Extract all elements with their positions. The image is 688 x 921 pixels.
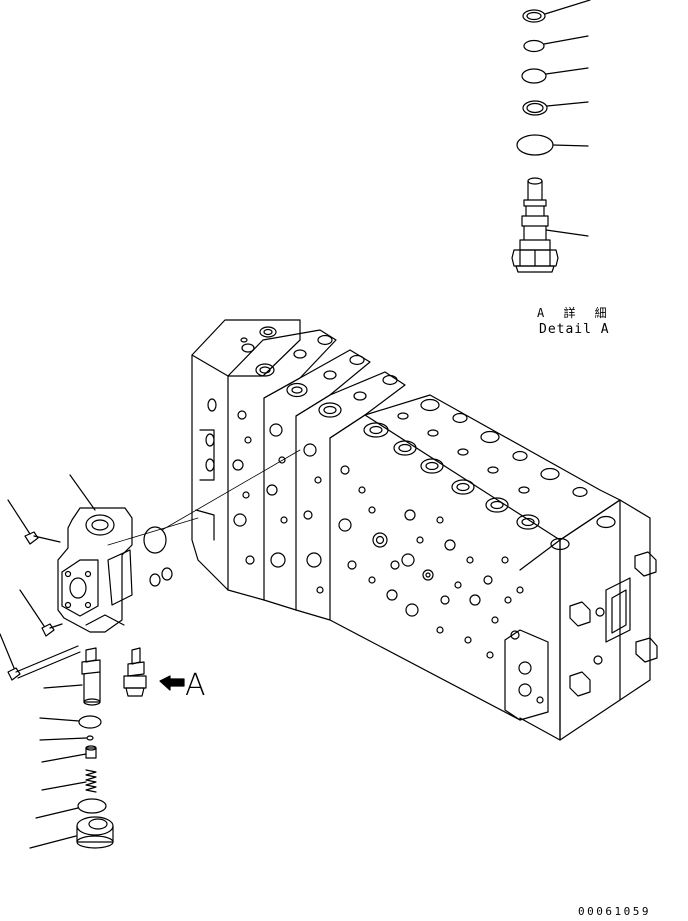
valve-section-2 <box>227 329 337 601</box>
detail-a-oring-5 <box>516 134 589 156</box>
valve-section-4 <box>295 371 406 621</box>
relief-plug <box>29 816 114 849</box>
relief-poppet <box>41 745 97 763</box>
relief-spring <box>41 769 97 793</box>
end-cap-bolt-4 <box>569 671 591 697</box>
detail-a-cartridge-mounted <box>123 647 147 697</box>
detail-a-ring-4 <box>522 100 589 116</box>
detail-a-valve-cartridge <box>511 177 589 273</box>
exploded-parts-left <box>0 449 301 849</box>
detail-a-oring-2 <box>523 35 589 53</box>
cap-screw-lower <box>19 589 63 637</box>
relief-oring-lower <box>35 798 107 819</box>
end-cap-bolt-2 <box>635 637 658 663</box>
detail-a-title-japanese: A 詳 細 <box>537 306 613 320</box>
valve-section-1 <box>191 319 301 591</box>
relief-oring <box>39 715 102 729</box>
detail-a-oring-3 <box>521 67 589 84</box>
detail-a-parts <box>511 0 591 273</box>
view-arrow-a <box>159 675 185 691</box>
port-oring-large <box>143 526 167 554</box>
detail-a-ring-1 <box>522 0 591 23</box>
main-valve-body <box>191 319 658 741</box>
end-cap-bolt-3 <box>569 601 591 627</box>
end-cap-bolt-1 <box>634 551 657 577</box>
port-orings-small <box>149 567 173 587</box>
alignment-lines <box>107 449 301 546</box>
view-marker-letter: A <box>185 668 206 703</box>
valve-end-cap <box>504 499 658 741</box>
detail-a-title-english: Detail A <box>539 322 610 337</box>
drawing-number: 00061059 <box>578 905 651 918</box>
valve-housing-block <box>57 474 133 633</box>
valve-main-block <box>329 394 621 741</box>
valve-section-3 <box>263 349 371 611</box>
cap-screw-upper <box>7 499 61 545</box>
relief-valve-cartridge <box>43 647 101 706</box>
long-bolt <box>0 633 81 681</box>
relief-ball <box>39 735 94 741</box>
